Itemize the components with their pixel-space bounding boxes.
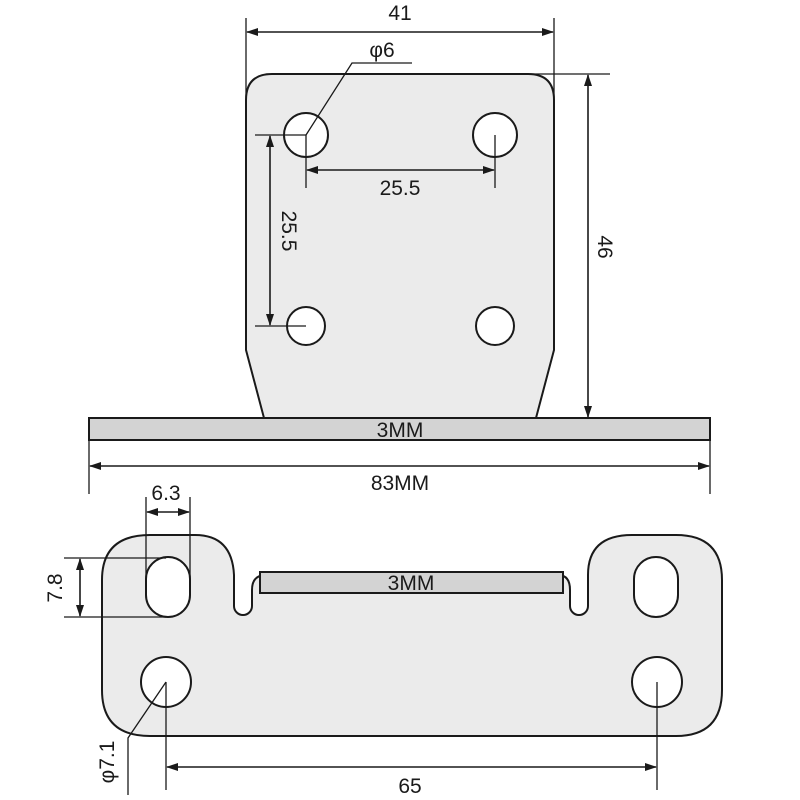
hole-spacing-horizontal-label: 25.5 bbox=[380, 177, 421, 200]
elevation-view: 3MM 41 φ6 25.5 25.5 46 83MM bbox=[88, 2, 711, 495]
slot-right bbox=[633, 556, 679, 618]
upright-section bbox=[259, 571, 564, 594]
hole-spacing-vertical-label: 25.5 bbox=[277, 211, 300, 252]
upright-hole-bottom-right bbox=[475, 306, 515, 346]
total-length-label: 83MM bbox=[371, 472, 429, 495]
hole-diameter-bottom-label: φ7.1 bbox=[96, 741, 119, 784]
top-width-label: 41 bbox=[388, 2, 411, 25]
thickness-side-label: 3MM bbox=[377, 419, 424, 442]
leader-phi6 bbox=[305, 62, 412, 136]
hole-spacing-bottom-label: 65 bbox=[398, 775, 421, 798]
thickness-bottom-label: 3MM bbox=[388, 572, 435, 595]
slot-left bbox=[145, 556, 191, 618]
hole-diameter-top-label: φ6 bbox=[369, 39, 394, 62]
leader-phi7-1 bbox=[127, 681, 167, 795]
slot-height-label: 7.8 bbox=[44, 573, 67, 602]
slot-width-label: 6.3 bbox=[151, 482, 180, 505]
base-plate-outline bbox=[101, 534, 723, 737]
plan-view: 3MM 6.3 7.8 φ7.1 65 bbox=[44, 482, 723, 798]
height-label: 46 bbox=[593, 235, 616, 258]
base-plate-side bbox=[88, 417, 711, 441]
